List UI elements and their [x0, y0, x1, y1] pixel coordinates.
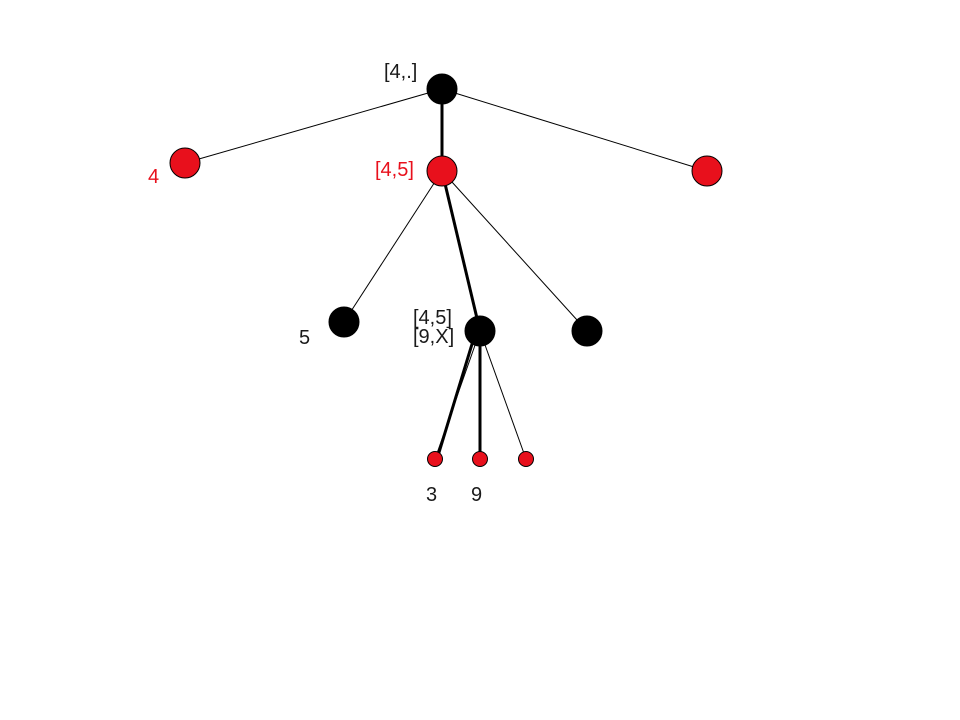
node-right-leaf [691, 155, 723, 187]
label-bottom-left: 3 [426, 484, 437, 506]
nodes [169, 73, 723, 467]
edge-mid-leftchild [343, 170, 443, 323]
node-left-leaf [169, 147, 201, 179]
node-center [464, 315, 496, 347]
node-bottom-left [427, 451, 443, 467]
edge-center-bottomleft [435, 330, 478, 460]
node-middle [426, 155, 458, 187]
label-root: [4,.] [384, 61, 417, 83]
label-left-leaf: 4 [148, 166, 159, 188]
node-root [426, 73, 458, 105]
node-lower-right [571, 315, 603, 347]
label-center-bottom: [9,X] [413, 326, 454, 348]
label-middle: [4,5] [375, 159, 414, 181]
edges [184, 88, 708, 460]
edge-mid-rightchild [441, 170, 588, 332]
label-bottom-center: 9 [471, 484, 482, 506]
edge-center-rightleaf [479, 330, 527, 460]
node-bottom-center [472, 451, 488, 467]
labels: [4,.] 4 [4,5] 5 [4,5] [9,X] 3 9 [148, 61, 482, 506]
node-lower-left [328, 306, 360, 338]
edge-root-left [184, 88, 443, 164]
label-lower-left: 5 [299, 327, 310, 349]
node-bottom-right [518, 451, 534, 467]
edge-mid-center [440, 170, 482, 332]
label-center-top: [4,5] [413, 307, 452, 329]
edge-root-right [441, 88, 708, 172]
